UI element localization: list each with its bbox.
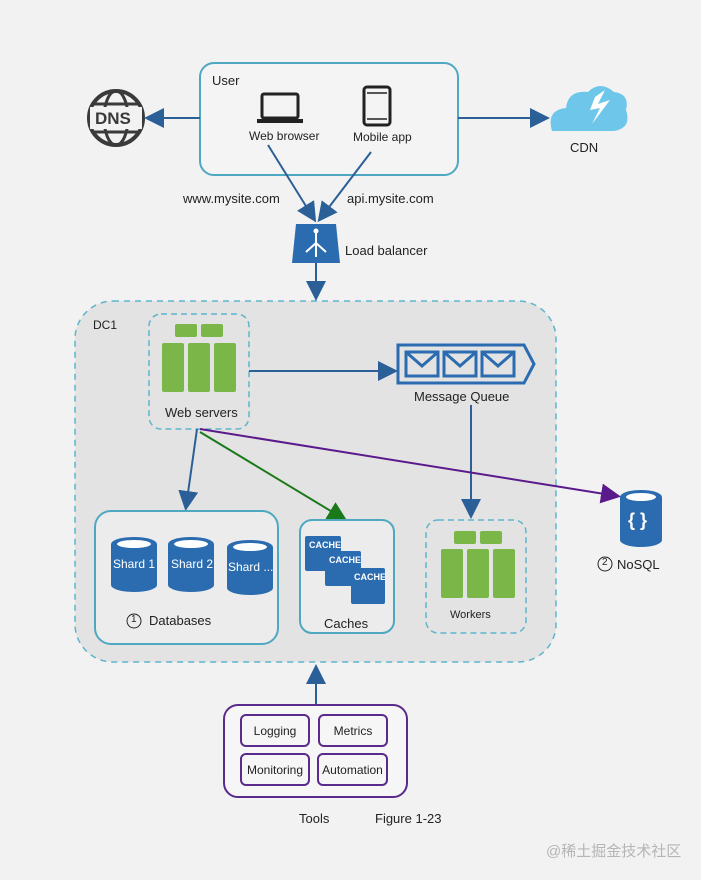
databases-number-circle (126, 613, 142, 629)
shard-2-label[interactable]: Shard 2 (171, 557, 214, 571)
web-servers-icon (162, 324, 236, 392)
nosql-icon (620, 490, 662, 547)
watermark: @稀土掘金技术社区 (546, 843, 682, 860)
message-queue-label[interactable]: Message Queue (414, 389, 510, 404)
databases-label[interactable]: Databases (149, 613, 212, 628)
caches-label[interactable]: Caches (324, 616, 369, 631)
cache-icons (305, 536, 385, 604)
tool-metrics[interactable]: Metrics (318, 714, 388, 747)
load-balancer-icon (292, 224, 340, 263)
figure-caption: Figure 1-23 (375, 811, 442, 826)
shard-1-icon (111, 537, 157, 592)
workers-label[interactable]: Workers (450, 609, 491, 621)
tool-monitoring[interactable]: Monitoring (240, 753, 310, 786)
tool-automation[interactable]: Automation (317, 753, 388, 786)
nosql-icon-text: { } (628, 510, 648, 530)
web-browser-label[interactable]: Web browser (249, 129, 320, 143)
shard-more-label[interactable]: Shard ... (228, 560, 274, 574)
shard-more-icon (227, 540, 273, 595)
cdn-label[interactable]: CDN (570, 140, 599, 155)
databases-number: 1 (131, 614, 137, 625)
api-domain-label: api.mysite.com (347, 191, 434, 206)
workers-icon (441, 531, 515, 598)
phone-icon (362, 85, 392, 127)
mobile-app-label[interactable]: Mobile app (353, 130, 412, 144)
dc1-title: DC1 (93, 318, 118, 332)
arrow-web-to-nosql (199, 428, 621, 504)
shard-2-icon (168, 537, 214, 592)
nosql-number-circle (597, 556, 613, 572)
nosql-label[interactable]: NoSQL (617, 557, 660, 572)
arrow-web-to-lb (267, 144, 317, 223)
workers-box (425, 519, 527, 634)
dns-globe-icon (87, 89, 145, 147)
cache-2-label: CACHE (329, 555, 362, 565)
tool-logging[interactable]: Logging (240, 714, 310, 747)
cache-1-label: CACHE (309, 540, 342, 550)
nosql-number: 2 (602, 557, 608, 568)
arrow-mobile-to-lb (317, 151, 372, 223)
shard-1-label[interactable]: Shard 1 (113, 557, 156, 571)
dns-label[interactable]: DNS (95, 109, 131, 128)
arrow-web-to-cache (199, 431, 348, 522)
arrow-web-to-db (178, 428, 199, 511)
laptop-icon (257, 92, 303, 123)
user-group-title: User (212, 73, 240, 88)
web-servers-label[interactable]: Web servers (165, 405, 238, 420)
cdn-cloud-icon (550, 86, 628, 131)
tools-title: Tools (299, 811, 330, 826)
web-domain-label: www.mysite.com (183, 191, 280, 206)
cache-3-label: CACHE (354, 572, 387, 582)
message-queue-icon (396, 343, 536, 385)
load-balancer-label[interactable]: Load balancer (345, 243, 428, 258)
